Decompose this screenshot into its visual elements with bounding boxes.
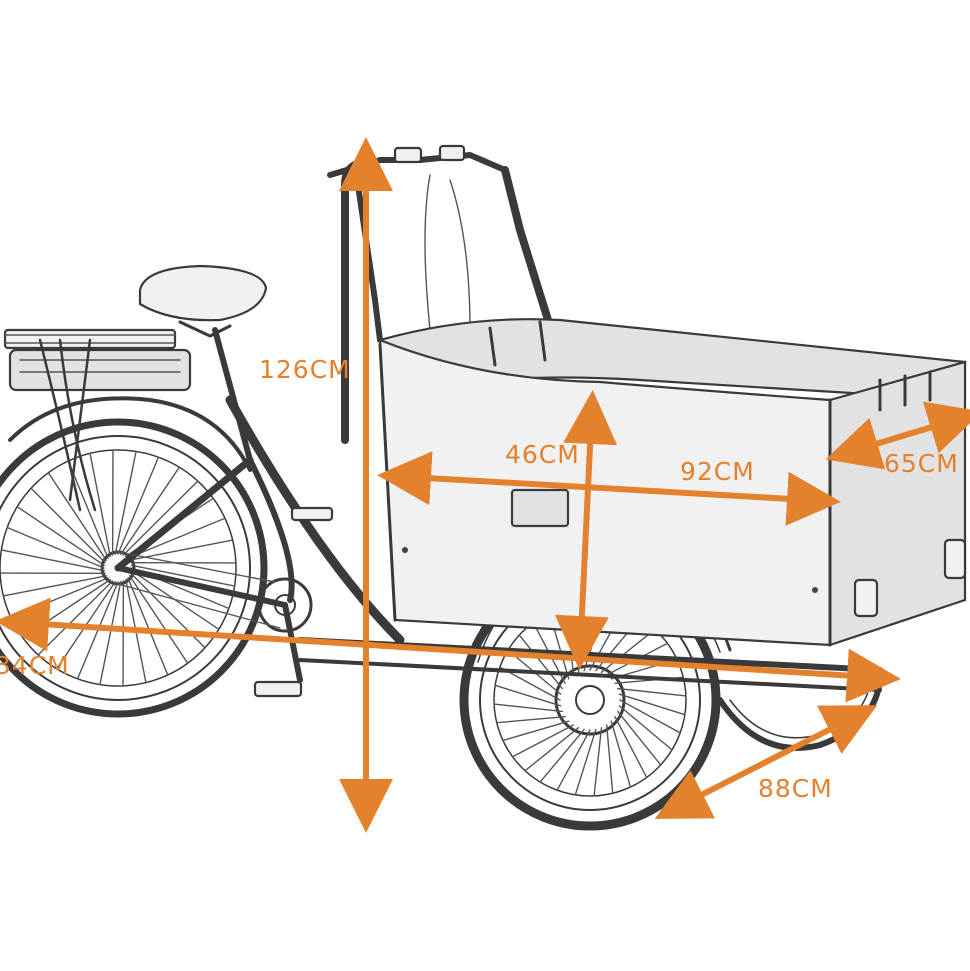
- spoke: [16, 505, 105, 566]
- spoke: [122, 480, 199, 556]
- total-length-arrow: [0, 597, 901, 703]
- spoke: [593, 727, 603, 797]
- box-width-arrow: [825, 401, 970, 470]
- spoke: [6, 526, 105, 569]
- spoke: [617, 687, 687, 697]
- spoke: [605, 724, 614, 794]
- spoke: [10, 577, 109, 619]
- spoke: [131, 564, 236, 587]
- spoke: [67, 460, 109, 559]
- spoke: [0, 549, 105, 572]
- cargo-tricycle-sketch-icon: [0, 144, 967, 831]
- spoke: [556, 729, 591, 791]
- spoke: [511, 724, 575, 758]
- spoke: [610, 720, 632, 788]
- wheel-track-arrow: [654, 705, 878, 819]
- dimension-annotations: [0, 137, 970, 833]
- total-length-label: 234CM: [0, 651, 70, 680]
- box-width-label: 65CM: [884, 449, 959, 478]
- spoke: [614, 715, 648, 779]
- spoke: [524, 727, 580, 772]
- spoke: [574, 728, 597, 796]
- spoke: [618, 705, 673, 751]
- spoke: [120, 466, 181, 555]
- spoke: [502, 720, 570, 742]
- saddle-icon: [138, 264, 268, 463]
- box-length-arrow: [377, 451, 841, 526]
- spoke: [619, 699, 681, 734]
- height-label: 126CM: [259, 355, 351, 384]
- spoke: [99, 581, 122, 686]
- spoke: [496, 715, 566, 724]
- spoke: [539, 728, 585, 783]
- box-length-label: 92CM: [680, 457, 755, 486]
- spoke: [2, 575, 108, 597]
- spoke: [30, 487, 106, 564]
- spoke: [493, 703, 563, 713]
- spoke: [89, 452, 111, 558]
- spoke: [47, 472, 108, 561]
- rear-rack-icon: [3, 328, 252, 512]
- spoke: [114, 450, 137, 555]
- spoke: [117, 456, 160, 555]
- spoke: [127, 517, 226, 559]
- spoke: [617, 710, 662, 766]
- wheel-track-label: 88CM: [758, 774, 833, 803]
- box-height-label: 46CM: [505, 440, 580, 469]
